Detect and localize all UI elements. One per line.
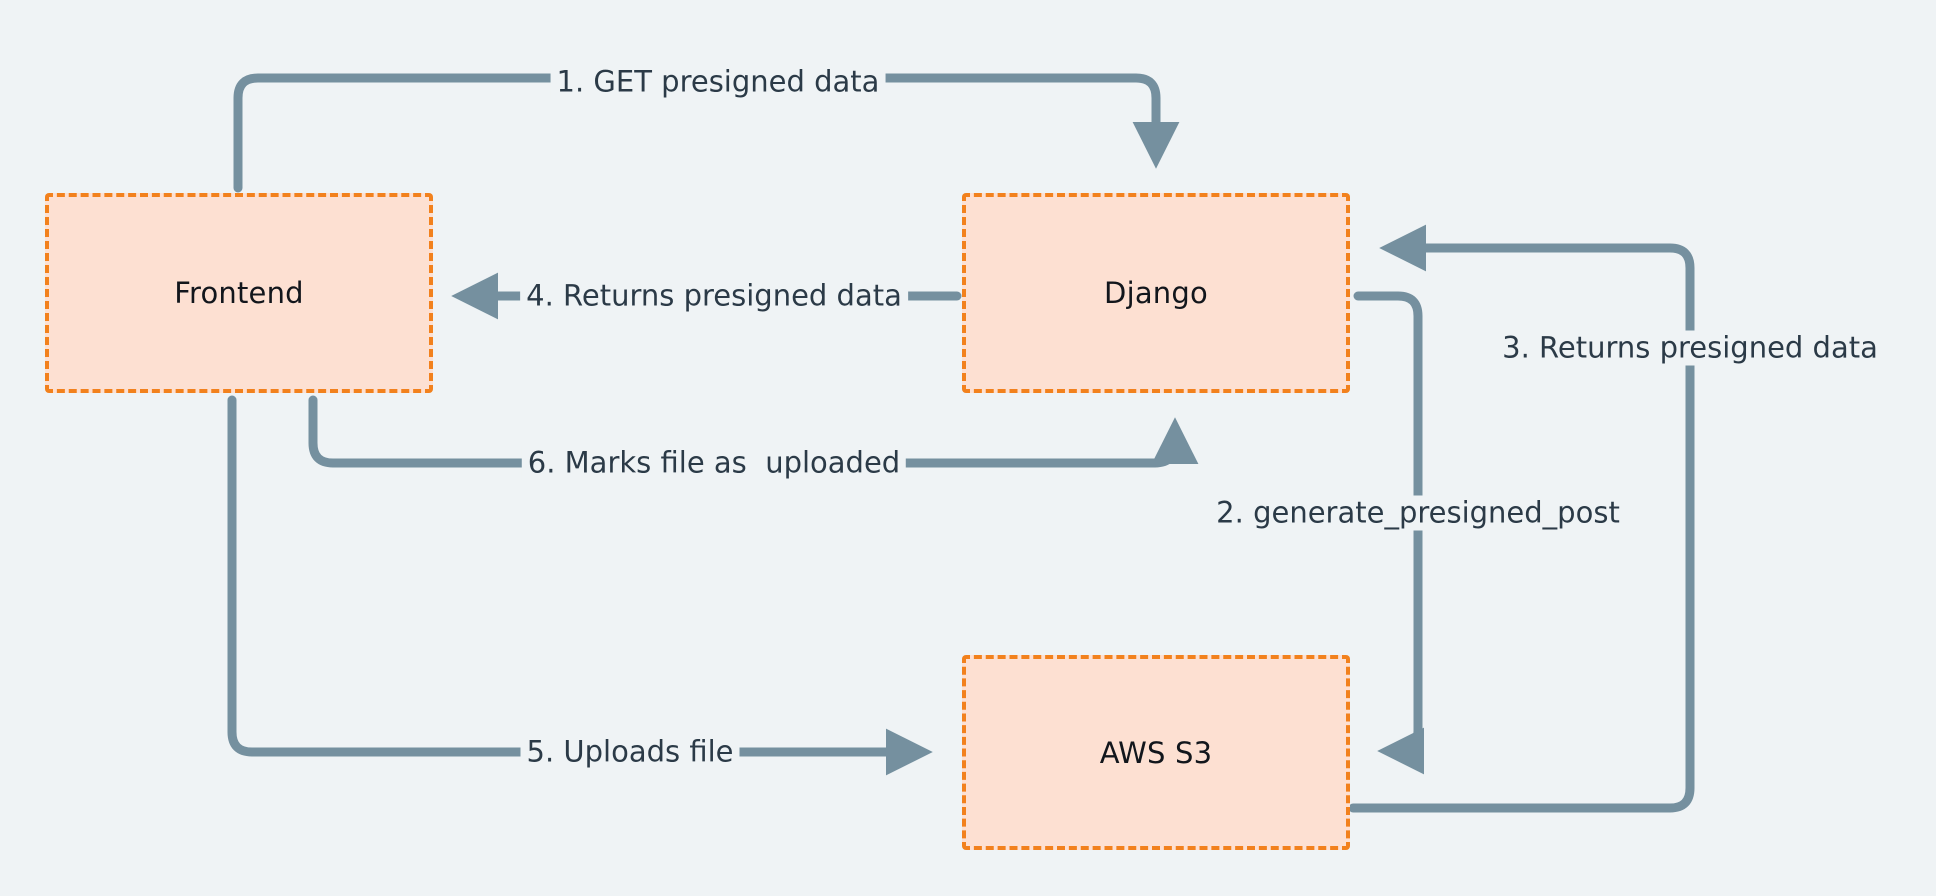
edge-label-5: 5. Uploads file [520,734,740,770]
edge-3-path [1348,224,1695,813]
node-frontend[interactable]: Frontend [45,193,433,393]
edge-label-1: 1. GET presigned data [550,64,886,100]
edge-5-path [227,395,933,776]
node-aws-s3-label: AWS S3 [1099,735,1213,770]
node-aws-s3[interactable]: AWS S3 [962,655,1350,850]
edge-label-6: 6. Marks file as uploaded [521,445,907,481]
node-django[interactable]: Django [962,193,1350,393]
edge-label-4: 4. Returns presigned data [520,278,908,314]
edge-label-3: 3. Returns presigned data [1496,330,1884,366]
node-frontend-label: Frontend [174,276,304,310]
edge-label-2: 2. generate_presigned_post [1210,495,1626,531]
node-django-label: Django [1104,276,1208,310]
